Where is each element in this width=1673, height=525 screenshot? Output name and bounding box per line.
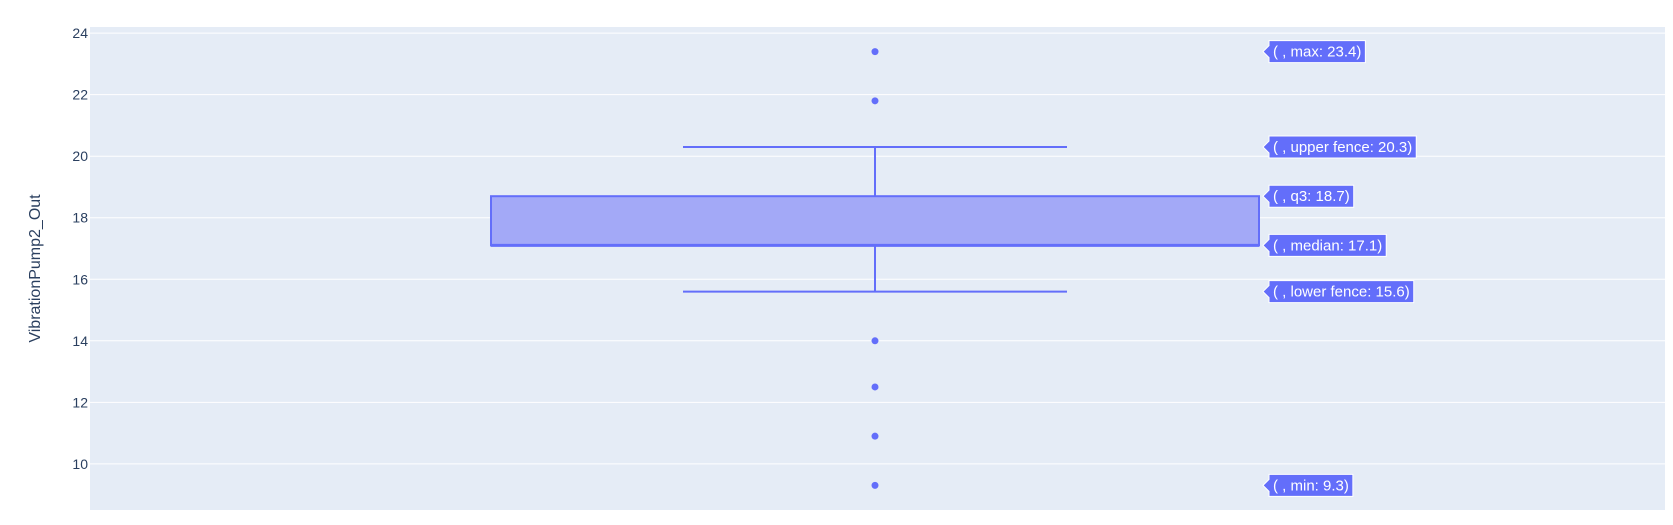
plot-area xyxy=(90,27,1665,510)
outlier-point[interactable] xyxy=(871,337,879,345)
hover-labels: ( , max: 23.4) ( , upper fence: 20.3) ( , … xyxy=(1262,40,1417,497)
y-tick-label: 10 xyxy=(72,456,88,472)
hover-label: ( , upper fence: 20.3) xyxy=(1262,135,1417,159)
hover-label-box xyxy=(1262,184,1355,208)
interquartile-box[interactable] xyxy=(490,195,1260,247)
hover-label: ( , q3: 18.7) xyxy=(1262,184,1355,208)
hover-label-box xyxy=(1262,233,1387,257)
outlier-points[interactable] xyxy=(871,48,879,489)
y-tick-label: 22 xyxy=(72,87,88,103)
y-tick-label: 18 xyxy=(72,210,88,226)
outlier-point[interactable] xyxy=(871,481,879,489)
hover-label-text: ( , min: 9.3) xyxy=(1273,477,1349,494)
y-axis-title: VibrationPump2_Out xyxy=(27,194,44,343)
outlier-point[interactable] xyxy=(871,432,879,440)
hover-label-box xyxy=(1262,135,1417,159)
hover-label-text: ( , median: 17.1) xyxy=(1273,237,1382,254)
hover-label-text: ( , q3: 18.7) xyxy=(1273,188,1350,205)
hover-label-box xyxy=(1262,473,1354,497)
hover-label-box xyxy=(1262,280,1415,304)
y-tick-label: 14 xyxy=(72,333,88,349)
y-tick-label: 24 xyxy=(72,25,88,41)
outlier-point[interactable] xyxy=(871,383,879,391)
hover-label: ( , max: 23.4) xyxy=(1262,40,1366,64)
hover-label: ( , lower fence: 15.6) xyxy=(1262,280,1415,304)
y-tick-label: 20 xyxy=(72,148,88,164)
outlier-point[interactable] xyxy=(871,97,879,105)
outlier-point[interactable] xyxy=(871,48,879,56)
hover-label-text: ( , max: 23.4) xyxy=(1273,44,1361,61)
hover-label-box xyxy=(1262,40,1366,64)
hover-label-text: ( , lower fence: 15.6) xyxy=(1273,284,1410,301)
y-tick-label: 16 xyxy=(72,271,88,287)
box-trace[interactable] xyxy=(490,145,1260,293)
y-axis-ticks: 10 12 14 16 18 20 22 24 xyxy=(72,25,88,472)
hover-label: ( , median: 17.1) xyxy=(1262,233,1387,257)
hover-label-text: ( , upper fence: 20.3) xyxy=(1273,139,1412,156)
y-tick-label: 12 xyxy=(72,394,88,410)
hover-label: ( , min: 9.3) xyxy=(1262,473,1354,497)
